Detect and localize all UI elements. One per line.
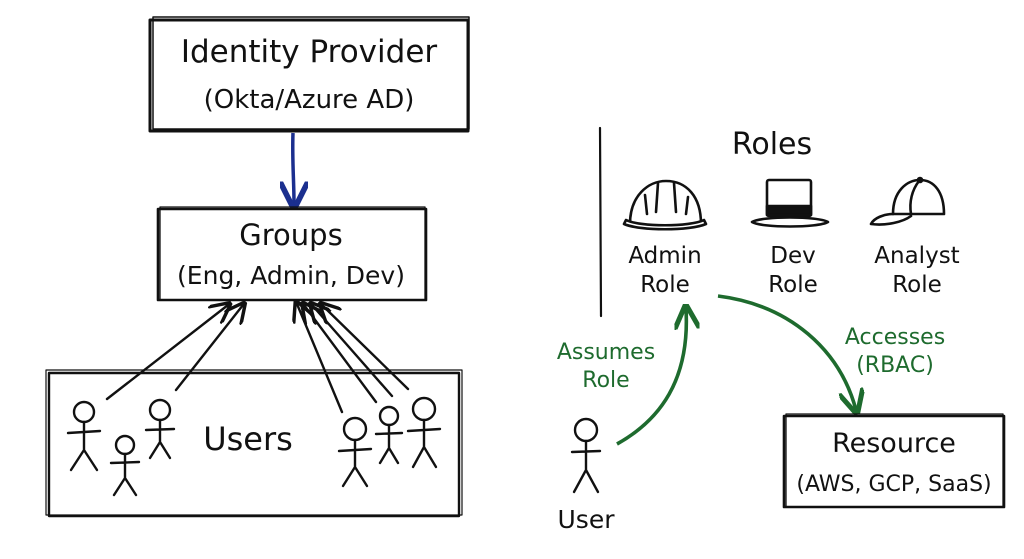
assumes-role-arrow — [616, 309, 686, 446]
cap-icon — [869, 176, 946, 226]
user-figure-icon — [144, 398, 176, 460]
resource-title: Resource — [832, 428, 956, 459]
assumes-label-line2: Role — [582, 368, 629, 393]
users-label: Users — [203, 420, 293, 458]
user-figure-icon — [374, 405, 404, 465]
user-figure-icon — [66, 400, 102, 472]
groups-title: Groups — [239, 218, 342, 252]
user-to-groups-arrows — [105, 304, 410, 414]
admin-role-line1: Admin — [628, 243, 701, 269]
user-figure-icon — [109, 434, 141, 497]
accesses-label-line1: Accesses — [845, 325, 945, 350]
identity-provider-subtitle: (Okta/Azure AD) — [204, 85, 415, 115]
analyst-role-line2: Role — [892, 272, 942, 298]
top-hat-icon — [750, 178, 830, 228]
groups-subtitle: (Eng, Admin, Dev) — [177, 261, 405, 290]
analyst-role-line1: Analyst — [874, 243, 959, 269]
role-labels: Admin Role Dev Role Analyst Role — [628, 243, 959, 298]
section-divider — [598, 126, 603, 318]
identity-provider-box: Identity Provider (Okta/Azure AD) — [148, 16, 470, 133]
users-box: Users — [45, 369, 463, 518]
user-figure-icon — [337, 416, 373, 488]
hard-hat-icon — [622, 179, 708, 231]
user-figure-icon — [406, 396, 442, 469]
identity-provider-title: Identity Provider — [181, 34, 438, 70]
roles-heading: Roles — [732, 127, 812, 162]
dev-role-line2: Role — [768, 272, 818, 298]
accesses-arrow — [717, 294, 856, 410]
user-label: User — [558, 505, 616, 534]
assumes-label-line1: Assumes — [557, 340, 655, 365]
admin-role-line2: Role — [640, 272, 690, 298]
idp-to-groups-arrow — [293, 132, 294, 204]
groups-box: Groups (Eng, Admin, Dev) — [156, 206, 428, 302]
user-figure-icon — [570, 417, 602, 494]
user-figures — [66, 396, 442, 497]
dev-role-line1: Dev — [770, 243, 815, 269]
resource-box: Resource (AWS, GCP, SaaS) — [782, 413, 1006, 509]
resource-subtitle: (AWS, GCP, SaaS) — [796, 472, 991, 497]
accesses-label-line2: (RBAC) — [856, 353, 934, 378]
